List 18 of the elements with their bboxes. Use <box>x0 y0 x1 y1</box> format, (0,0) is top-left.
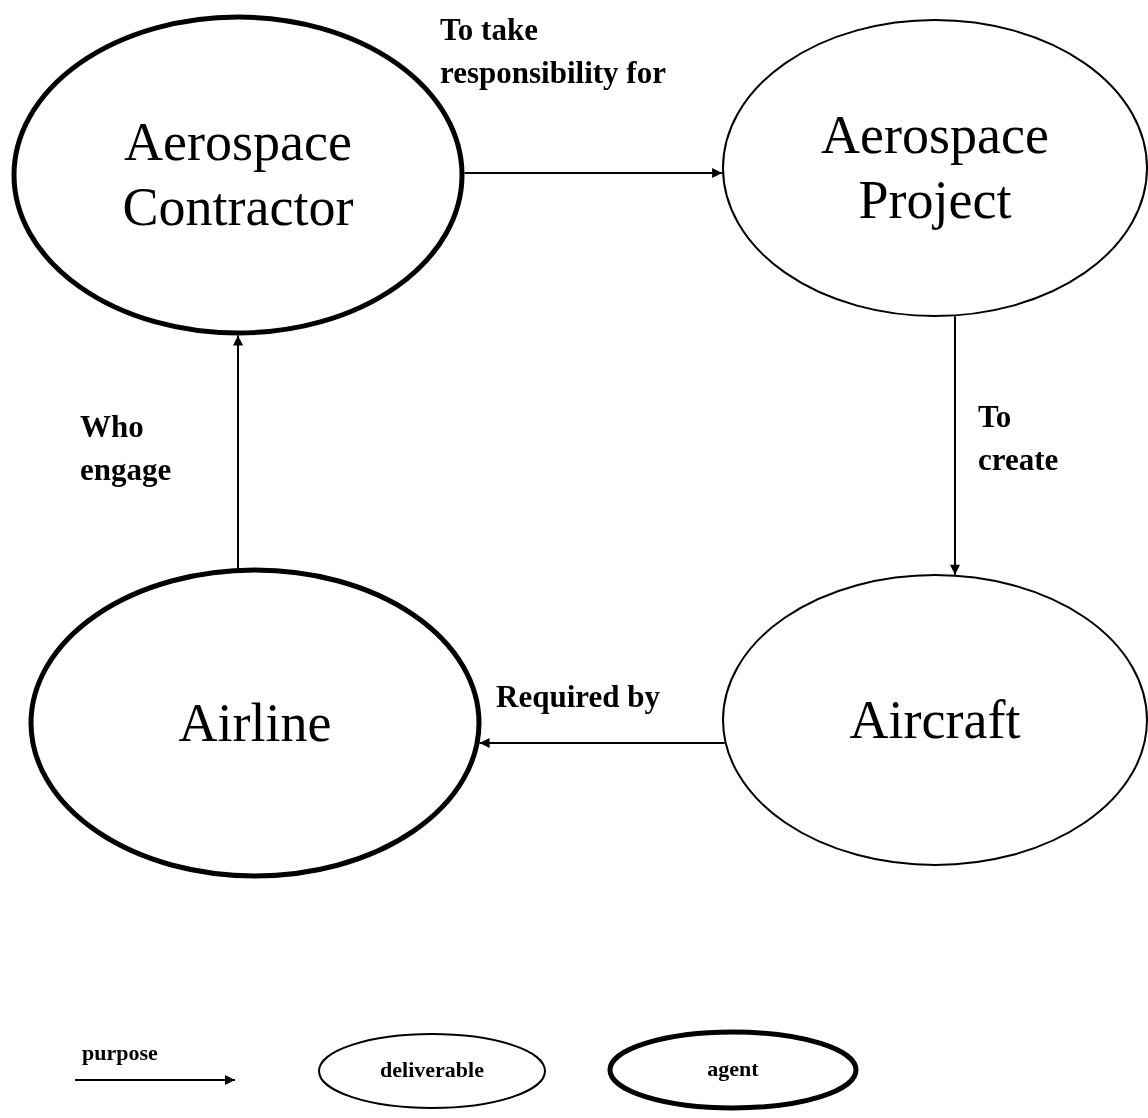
arrow <box>233 334 243 569</box>
edge-label: Required by <box>496 678 661 716</box>
edge-label: To take responsibility for <box>440 11 667 93</box>
arrow <box>950 315 960 576</box>
node-label: Aerospace Contractor <box>121 111 355 239</box>
ellipse-node <box>721 18 1148 318</box>
legend-label: deliverable <box>379 1057 485 1083</box>
node-label: Aircraft <box>849 688 1021 752</box>
ellipse-node <box>26 565 484 881</box>
legend-label: purpose <box>82 1040 158 1066</box>
node-label: Airline <box>178 691 332 755</box>
legend-label: agent <box>706 1056 760 1082</box>
edge-label: Who engage <box>80 408 173 490</box>
ellipse-node <box>721 573 1148 867</box>
arrow <box>463 168 724 178</box>
edge-label: To create <box>978 398 1060 480</box>
arrow <box>478 738 726 748</box>
node-label: Aerospace Project <box>820 104 1050 232</box>
